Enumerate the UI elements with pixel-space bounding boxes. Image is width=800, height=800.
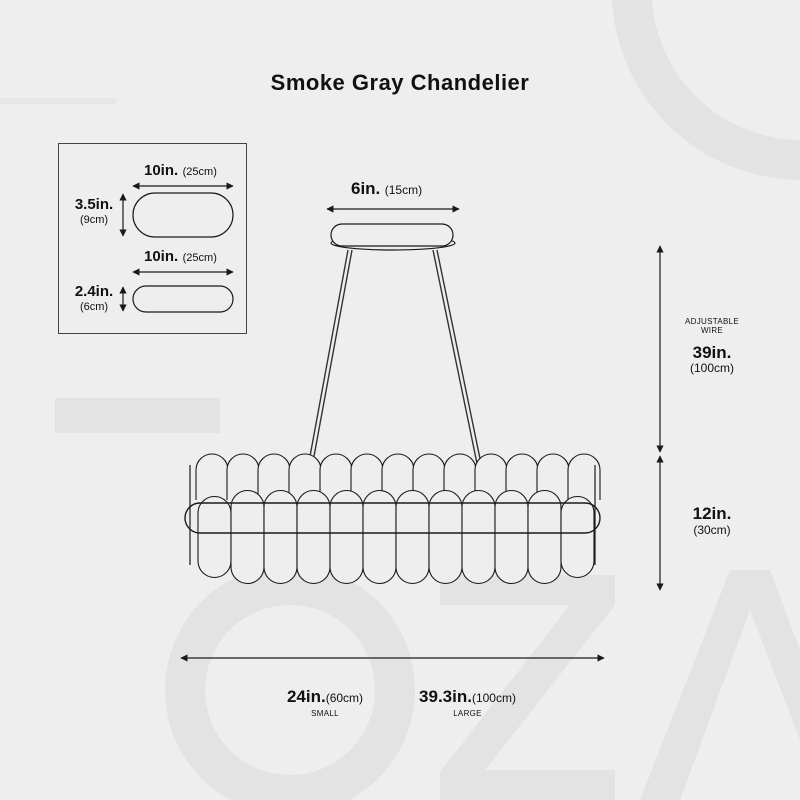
small-segment-height-label: 2.4in. (6cm) — [74, 283, 114, 313]
front-panel — [461, 489, 496, 585]
front-panel — [527, 489, 562, 585]
metal-ring-band — [184, 502, 601, 534]
ceiling-canopy — [330, 223, 456, 251]
back-panel — [567, 453, 601, 500]
canopy-width-label: 6in. (15cm) — [351, 179, 423, 198]
front-panel — [428, 489, 463, 585]
size-small-label: 24in.(60cm) SMALL — [286, 687, 364, 718]
size-large-label: 39.3in.(100cm) LARGE — [419, 687, 516, 718]
large-segment-width-label: 10in. (25cm) — [144, 162, 217, 179]
front-panel — [362, 489, 397, 585]
back-panel — [195, 453, 229, 500]
chandelier-body — [184, 453, 601, 585]
large-segment-shape — [132, 192, 234, 238]
segment-size-inset — [58, 143, 247, 334]
small-segment-shape — [132, 285, 234, 313]
front-panel — [395, 489, 430, 585]
small-segment-width-label: 10in. (25cm) — [144, 248, 217, 265]
front-panel — [263, 489, 298, 585]
front-panel — [329, 489, 364, 585]
front-panel — [197, 495, 232, 579]
page-title: Smoke Gray Chandelier — [270, 70, 530, 95]
suspension-wires — [305, 249, 485, 479]
front-panel — [560, 495, 595, 579]
front-panel — [230, 489, 265, 585]
front-panel — [296, 489, 331, 585]
large-segment-height-label: 3.5in. (9cm) — [74, 196, 114, 226]
wire-length-label: ADJUSTABLE WIRE 39in. (100cm) — [685, 317, 739, 376]
fixture-height-label: 12in. (30cm) — [692, 504, 732, 537]
front-panel — [494, 489, 529, 585]
